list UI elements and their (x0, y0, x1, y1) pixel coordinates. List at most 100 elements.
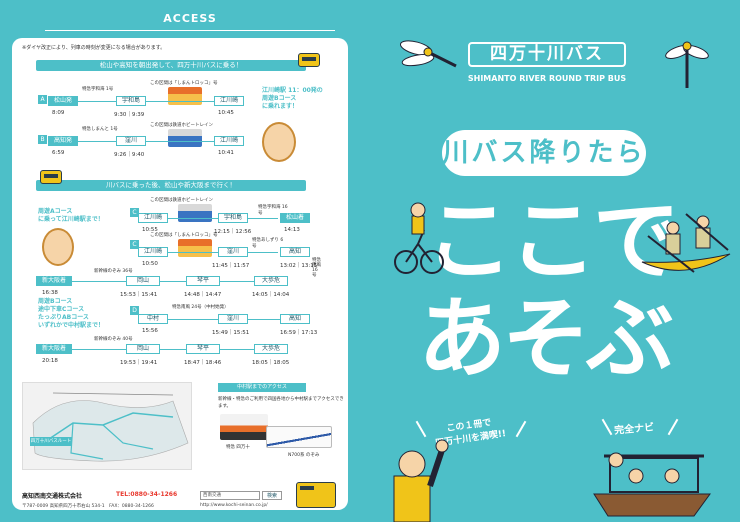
route-b-tag: B (38, 135, 47, 144)
station-ekawasaki: 江川崎 (214, 96, 244, 106)
route-a-tag: A (38, 95, 47, 104)
time: 9:30｜9:39 (114, 112, 145, 118)
callout-course-a: 周遊Aコース に乗って江川崎駅まで！ (38, 208, 104, 223)
route-line (160, 349, 188, 350)
station-kochi: 高知 (280, 314, 310, 324)
route-line (168, 319, 220, 320)
hobby-train-image (168, 129, 202, 147)
station-ekawasaki: 江川崎 (138, 213, 168, 223)
station-oboke: 大歩危 (254, 344, 288, 354)
route-line (168, 218, 220, 219)
station-kubokawa: 窪川 (218, 314, 248, 324)
station-kubokawa: 窪川 (116, 136, 146, 146)
train-note: この区間は「しまんトロッコ」号 (150, 233, 218, 238)
guide-girl-illustration (42, 228, 74, 266)
time: 12:15｜12:56 (214, 229, 252, 235)
time: 18:47｜18:46 (184, 360, 222, 366)
time: 10:50 (142, 261, 158, 267)
station-kotohira: 琴平 (186, 344, 220, 354)
time: 18:05｜18:05 (252, 360, 290, 366)
headline-line2: あそぶ (418, 287, 674, 390)
route-line (160, 281, 188, 282)
torokko-train-image (178, 239, 212, 257)
time: 14:05｜14:04 (252, 292, 290, 298)
time: 14:48｜14:47 (184, 292, 222, 298)
station-nakamura: 中村 (138, 314, 168, 324)
station-kochi: 高知発 (48, 136, 78, 146)
timetable-note: ※ダイヤ改正により、列車の時刻が変更になる場合があります。 (22, 45, 166, 51)
train-name: 特急宇和海 1号 (82, 87, 114, 92)
website-url[interactable]: http://www.kochi-seinan.co.jp/ (200, 503, 268, 508)
time: 13:02｜13:15 (280, 263, 318, 269)
bus-icon (298, 53, 320, 67)
time: 15:49｜15:51 (212, 330, 250, 336)
station-okayama: 岡山 (126, 344, 160, 354)
tagline-banner: 川バス降りたら (442, 130, 646, 176)
time: 16:38 (42, 290, 58, 296)
station-ekawasaki: 江川崎 (138, 247, 168, 257)
time: 10:45 (218, 110, 234, 116)
boat-illustration (593, 452, 711, 517)
station-shin-osaka: 新大阪着 (36, 344, 72, 354)
section-header-return: 川バスに乗った後、松山や新大阪まで行く！ (36, 180, 306, 191)
access-title: ACCESS (163, 12, 217, 25)
hobby-train-image (178, 204, 212, 222)
train-name: 特急南風 16号 (312, 258, 321, 278)
station-matsuyama: 松山着 (280, 213, 310, 223)
station-oboke: 大歩危 (254, 276, 288, 286)
search-box[interactable]: 西南交通 (200, 491, 260, 500)
brand-subtitle: SHIMANTO RIVER ROUND TRIP BUS (467, 74, 627, 83)
route-map (22, 382, 192, 470)
time: 6:59 (52, 150, 65, 156)
time: 10:41 (218, 150, 234, 156)
route-line (248, 319, 280, 320)
time: 20:18 (42, 358, 58, 364)
callout-ekawasaki: 江川崎駅 11：00発の 周遊Bコース に乗れます！ (262, 87, 323, 110)
train-name: 新幹線のぞみ 36号 (94, 269, 133, 274)
callout-nakamura: 周遊Bコース 途中下車Cコース たっぷりABコース いずれかで中村駅まで！ (38, 298, 105, 329)
route-line (168, 252, 220, 253)
headline-line1: ここで (425, 189, 681, 292)
station-kochi: 高知 (280, 247, 310, 257)
brand-logo: 四万十川バス (468, 42, 626, 67)
dragonfly-icon (665, 41, 709, 88)
dragonfly-icon (399, 40, 457, 68)
time: 19:53｜19:41 (120, 360, 158, 366)
route-line (248, 252, 278, 253)
station-uwajima: 宇和島 (116, 96, 146, 106)
route-d-tag: D (130, 306, 139, 315)
train-name: 特急宇和海 16号 (258, 205, 288, 216)
train-name: 特急しまんと 1号 (82, 127, 118, 132)
time: 9:26｜9:40 (114, 152, 145, 158)
station-kotohira: 琴平 (186, 276, 220, 286)
search-button[interactable]: 検索 (262, 491, 282, 500)
station-okayama: 岡山 (126, 276, 160, 286)
time: 8:09 (52, 110, 65, 116)
company-name: 高知西南交通株式会社 (22, 493, 83, 500)
train-name: 新幹線のぞみ 40号 (94, 337, 133, 342)
time: 10:55 (142, 227, 158, 233)
address: 〒787-0009 高知県四万十市右山 534-1 FAX：0880-34-12… (22, 504, 154, 509)
route-line (78, 101, 118, 102)
train-note: この区間は鉄道ホビートレイン (150, 198, 213, 203)
phone-number: TEL:0880-34-1266 (116, 491, 178, 498)
bus-illustration (296, 482, 336, 508)
map-illustration (32, 392, 189, 462)
route-line (146, 141, 216, 142)
waving-person-illustration (393, 439, 449, 522)
kayakers-illustration (641, 213, 731, 273)
route-c-tag: C (130, 208, 139, 217)
station-matsuyama: 松山発 (48, 96, 78, 106)
route-line (146, 101, 216, 102)
station-ekawasaki: 江川崎 (214, 136, 244, 146)
route-line (72, 349, 128, 350)
train-note: この区間は鉄道ホビートレイン (150, 123, 213, 128)
route-line (220, 281, 256, 282)
time: 15:53｜15:41 (120, 292, 158, 298)
map-legend-badge: 四万十川バスルート (30, 437, 72, 446)
access-text: 新幹線・特急のご利用で四国各地から中村駅までアクセスできます。 (218, 397, 344, 409)
divider (45, 30, 335, 31)
time: 16:59｜17:13 (280, 330, 318, 336)
train-note: この区間は「しまんトロッコ」号 (150, 81, 218, 86)
section-header-morning: 松山や高知を朝出発して、四万十川バスに乗る！ (36, 60, 306, 71)
